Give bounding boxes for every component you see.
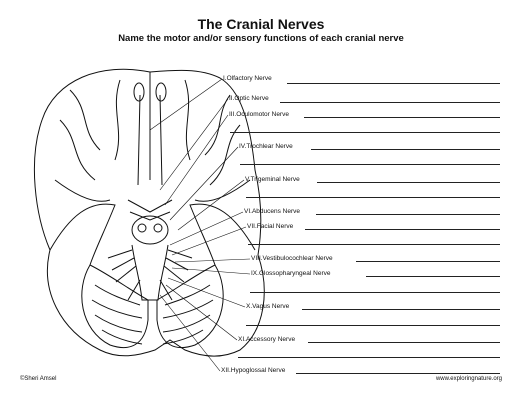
answer-line[interactable]	[250, 292, 500, 293]
answer-line[interactable]	[230, 132, 500, 133]
nerve-label-olfactory: I.Olfactory Nerve	[223, 75, 272, 82]
nerve-label-optic: II.Optic Nerve	[229, 95, 269, 102]
answer-line[interactable]	[296, 373, 500, 374]
answer-line[interactable]	[248, 244, 500, 245]
olfactory-tracts	[137, 94, 163, 186]
leader-lines	[149, 78, 251, 372]
answer-line[interactable]	[240, 164, 500, 165]
worksheet-title: The Cranial Nerves	[197, 16, 325, 32]
nerve-label-hypoglossal: XII.Hypoglossal Nerve	[221, 367, 286, 374]
answer-line[interactable]	[316, 214, 500, 215]
answer-line[interactable]	[317, 182, 500, 183]
worksheet-subtitle: Name the motor and/or sensory functions …	[118, 33, 404, 44]
copyright-text: ©Sheri Amsel	[20, 376, 57, 382]
brain-outline	[33, 68, 265, 357]
answer-line[interactable]	[246, 197, 500, 198]
answer-line[interactable]	[280, 102, 500, 103]
nerve-label-glossopharyngeal: IX.Glossopharyngeal Nerve	[251, 270, 331, 277]
answer-line[interactable]	[238, 357, 500, 358]
nerve-label-abducens: VI.Abducens Nerve	[244, 208, 301, 215]
answer-line[interactable]	[305, 229, 500, 230]
answer-line[interactable]	[246, 325, 500, 326]
website-text: www.exploringnature.org	[435, 376, 502, 382]
answer-line[interactable]	[304, 117, 500, 118]
answer-line[interactable]	[356, 261, 500, 262]
nerve-label-trochlear: IV.Trochlear Nerve	[239, 143, 293, 150]
brainstem	[131, 244, 169, 301]
nerve-label-facial: VII.Facial Nerve	[247, 223, 294, 230]
nerve-label-oculomotor: III.Oculomotor Nerve	[229, 111, 289, 118]
answer-line[interactable]	[302, 309, 500, 310]
nerve-label-accessory: XI.Accessory Nerve	[238, 336, 296, 343]
answer-line[interactable]	[311, 149, 500, 150]
nerve-roots	[107, 249, 193, 301]
answer-line[interactable]	[366, 276, 500, 277]
answer-line[interactable]	[287, 83, 500, 84]
temporal-lobes	[49, 203, 256, 266]
answer-line[interactable]	[308, 342, 500, 343]
nerve-label-vagus: X.Vagus Nerve	[246, 303, 290, 310]
frontal-gyri	[59, 79, 241, 186]
optic-chiasm	[127, 199, 173, 221]
nerve-label-vestibulocochlear: VIII.Vestibulocochlear Nerve	[251, 255, 333, 262]
nerve-label-trigeminal: V.Trigeminal Nerve	[245, 176, 300, 183]
